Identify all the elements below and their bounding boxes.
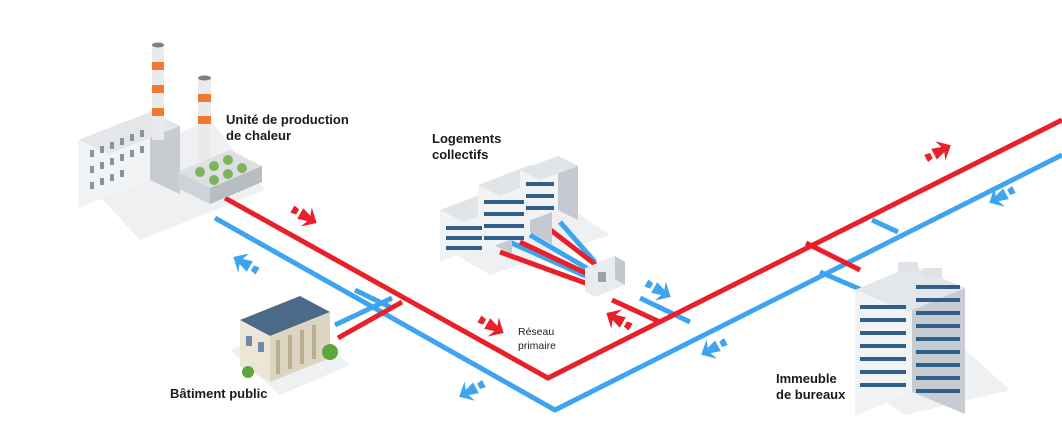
- label-line: collectifs: [432, 147, 489, 162]
- primary-network-label: Réseau primaire: [518, 325, 556, 353]
- office-building-label: Immeuble de bureaux: [776, 371, 845, 403]
- cold-return-network: [213, 152, 1062, 413]
- cold-flow-arrow-icon: [454, 373, 490, 407]
- label-line: Bâtiment public: [170, 386, 268, 401]
- public-building-label: Bâtiment public: [170, 386, 268, 402]
- label-line: Immeuble: [776, 371, 837, 386]
- office-building: [855, 262, 965, 416]
- label-line: de bureaux: [776, 387, 846, 402]
- label-line: de chaleur: [226, 128, 292, 143]
- cold-flow-arrow-icon: [227, 247, 264, 281]
- label-line: Logements: [432, 131, 502, 146]
- hot-flow-arrow-icon: [286, 199, 323, 233]
- residential-buildings: [440, 156, 625, 297]
- label-line: Réseau: [518, 326, 555, 338]
- label-line: primaire: [518, 340, 556, 352]
- residential-label: Logements collectifs: [432, 131, 501, 163]
- production-unit-label: Unité de production de chaleur: [226, 112, 349, 144]
- label-line: Unité de production: [226, 112, 349, 127]
- hot-supply-network: [223, 117, 1062, 381]
- public-building: [240, 296, 338, 382]
- hot-flow-arrow-icon: [920, 135, 956, 169]
- heat-production-plant: [78, 42, 262, 208]
